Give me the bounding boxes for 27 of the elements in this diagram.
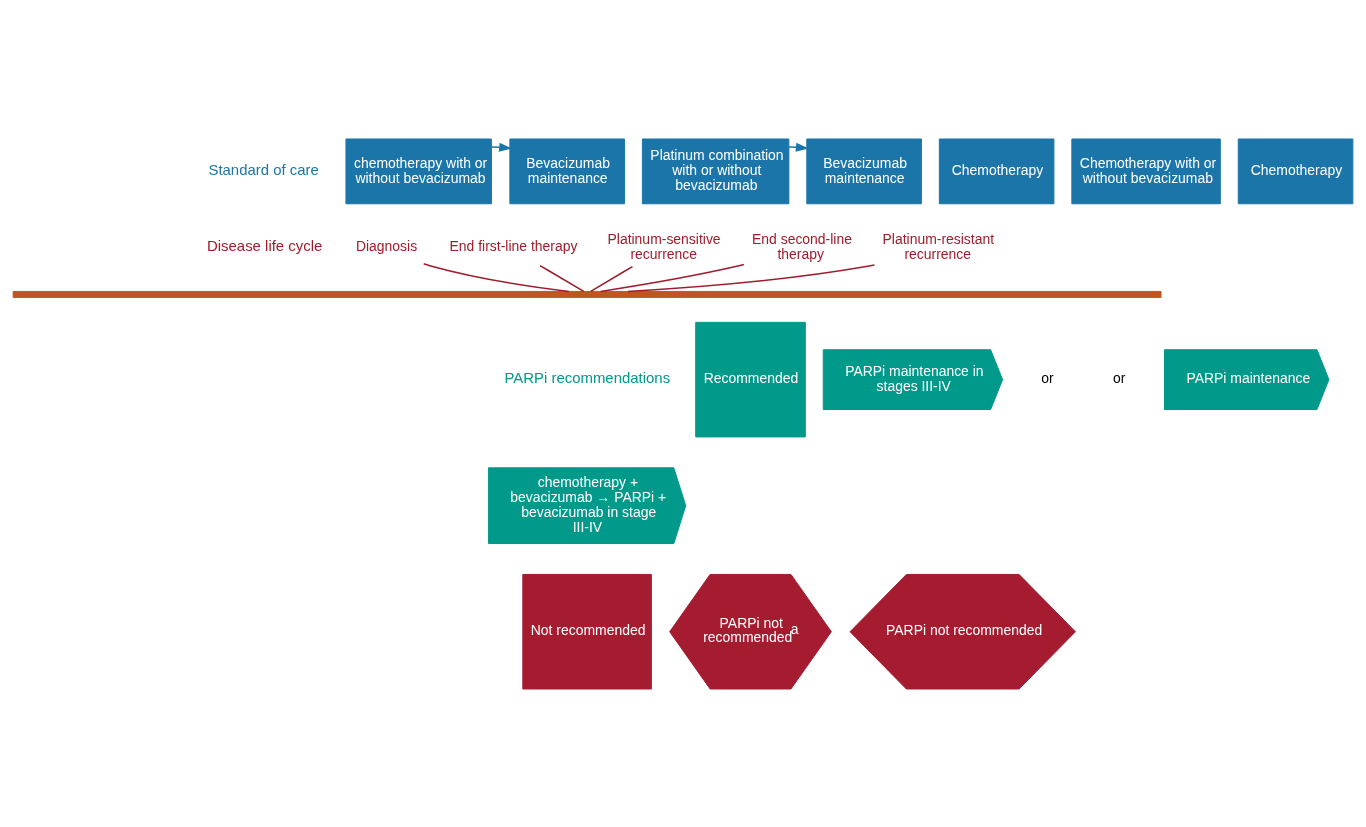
node-text: Platinum-resistant recurrence (882, 230, 995, 262)
node-box: Bevacizumab maintenance (509, 138, 625, 204)
node-box: Recommended (695, 321, 806, 437)
label: or (1041, 369, 1054, 386)
arrow (490, 142, 513, 152)
connector (422, 262, 570, 292)
node-box: Chemotherapy (938, 138, 1055, 204)
node-text: End second-line therapy (752, 230, 852, 262)
node-text: Platinum-sensitive recurrence (607, 230, 721, 262)
node-box: Platinum combination with or without bevacizumab (641, 138, 790, 204)
node-bar (12, 290, 1162, 298)
arrow (788, 142, 809, 152)
node-box: Not recommended (522, 573, 652, 689)
label: PARPi recommendations (504, 368, 671, 386)
label: or (1112, 369, 1126, 386)
node-box: Chemotherapy (1237, 138, 1354, 204)
node-box: Bevacizumab maintenance (806, 138, 922, 204)
node-text: Diagnosis (355, 237, 418, 254)
node-text: End first-line therapy (449, 237, 578, 254)
connector (590, 265, 634, 292)
node-box: chemotherapy with or without bevacizumab (345, 138, 492, 204)
connector (627, 263, 876, 292)
label: Standard of care (208, 160, 319, 178)
label: Disease life cycle (206, 236, 323, 254)
connector (599, 263, 745, 292)
node-box: Chemotherapy with or without bevacizumab (1071, 138, 1221, 204)
connector (539, 264, 585, 292)
